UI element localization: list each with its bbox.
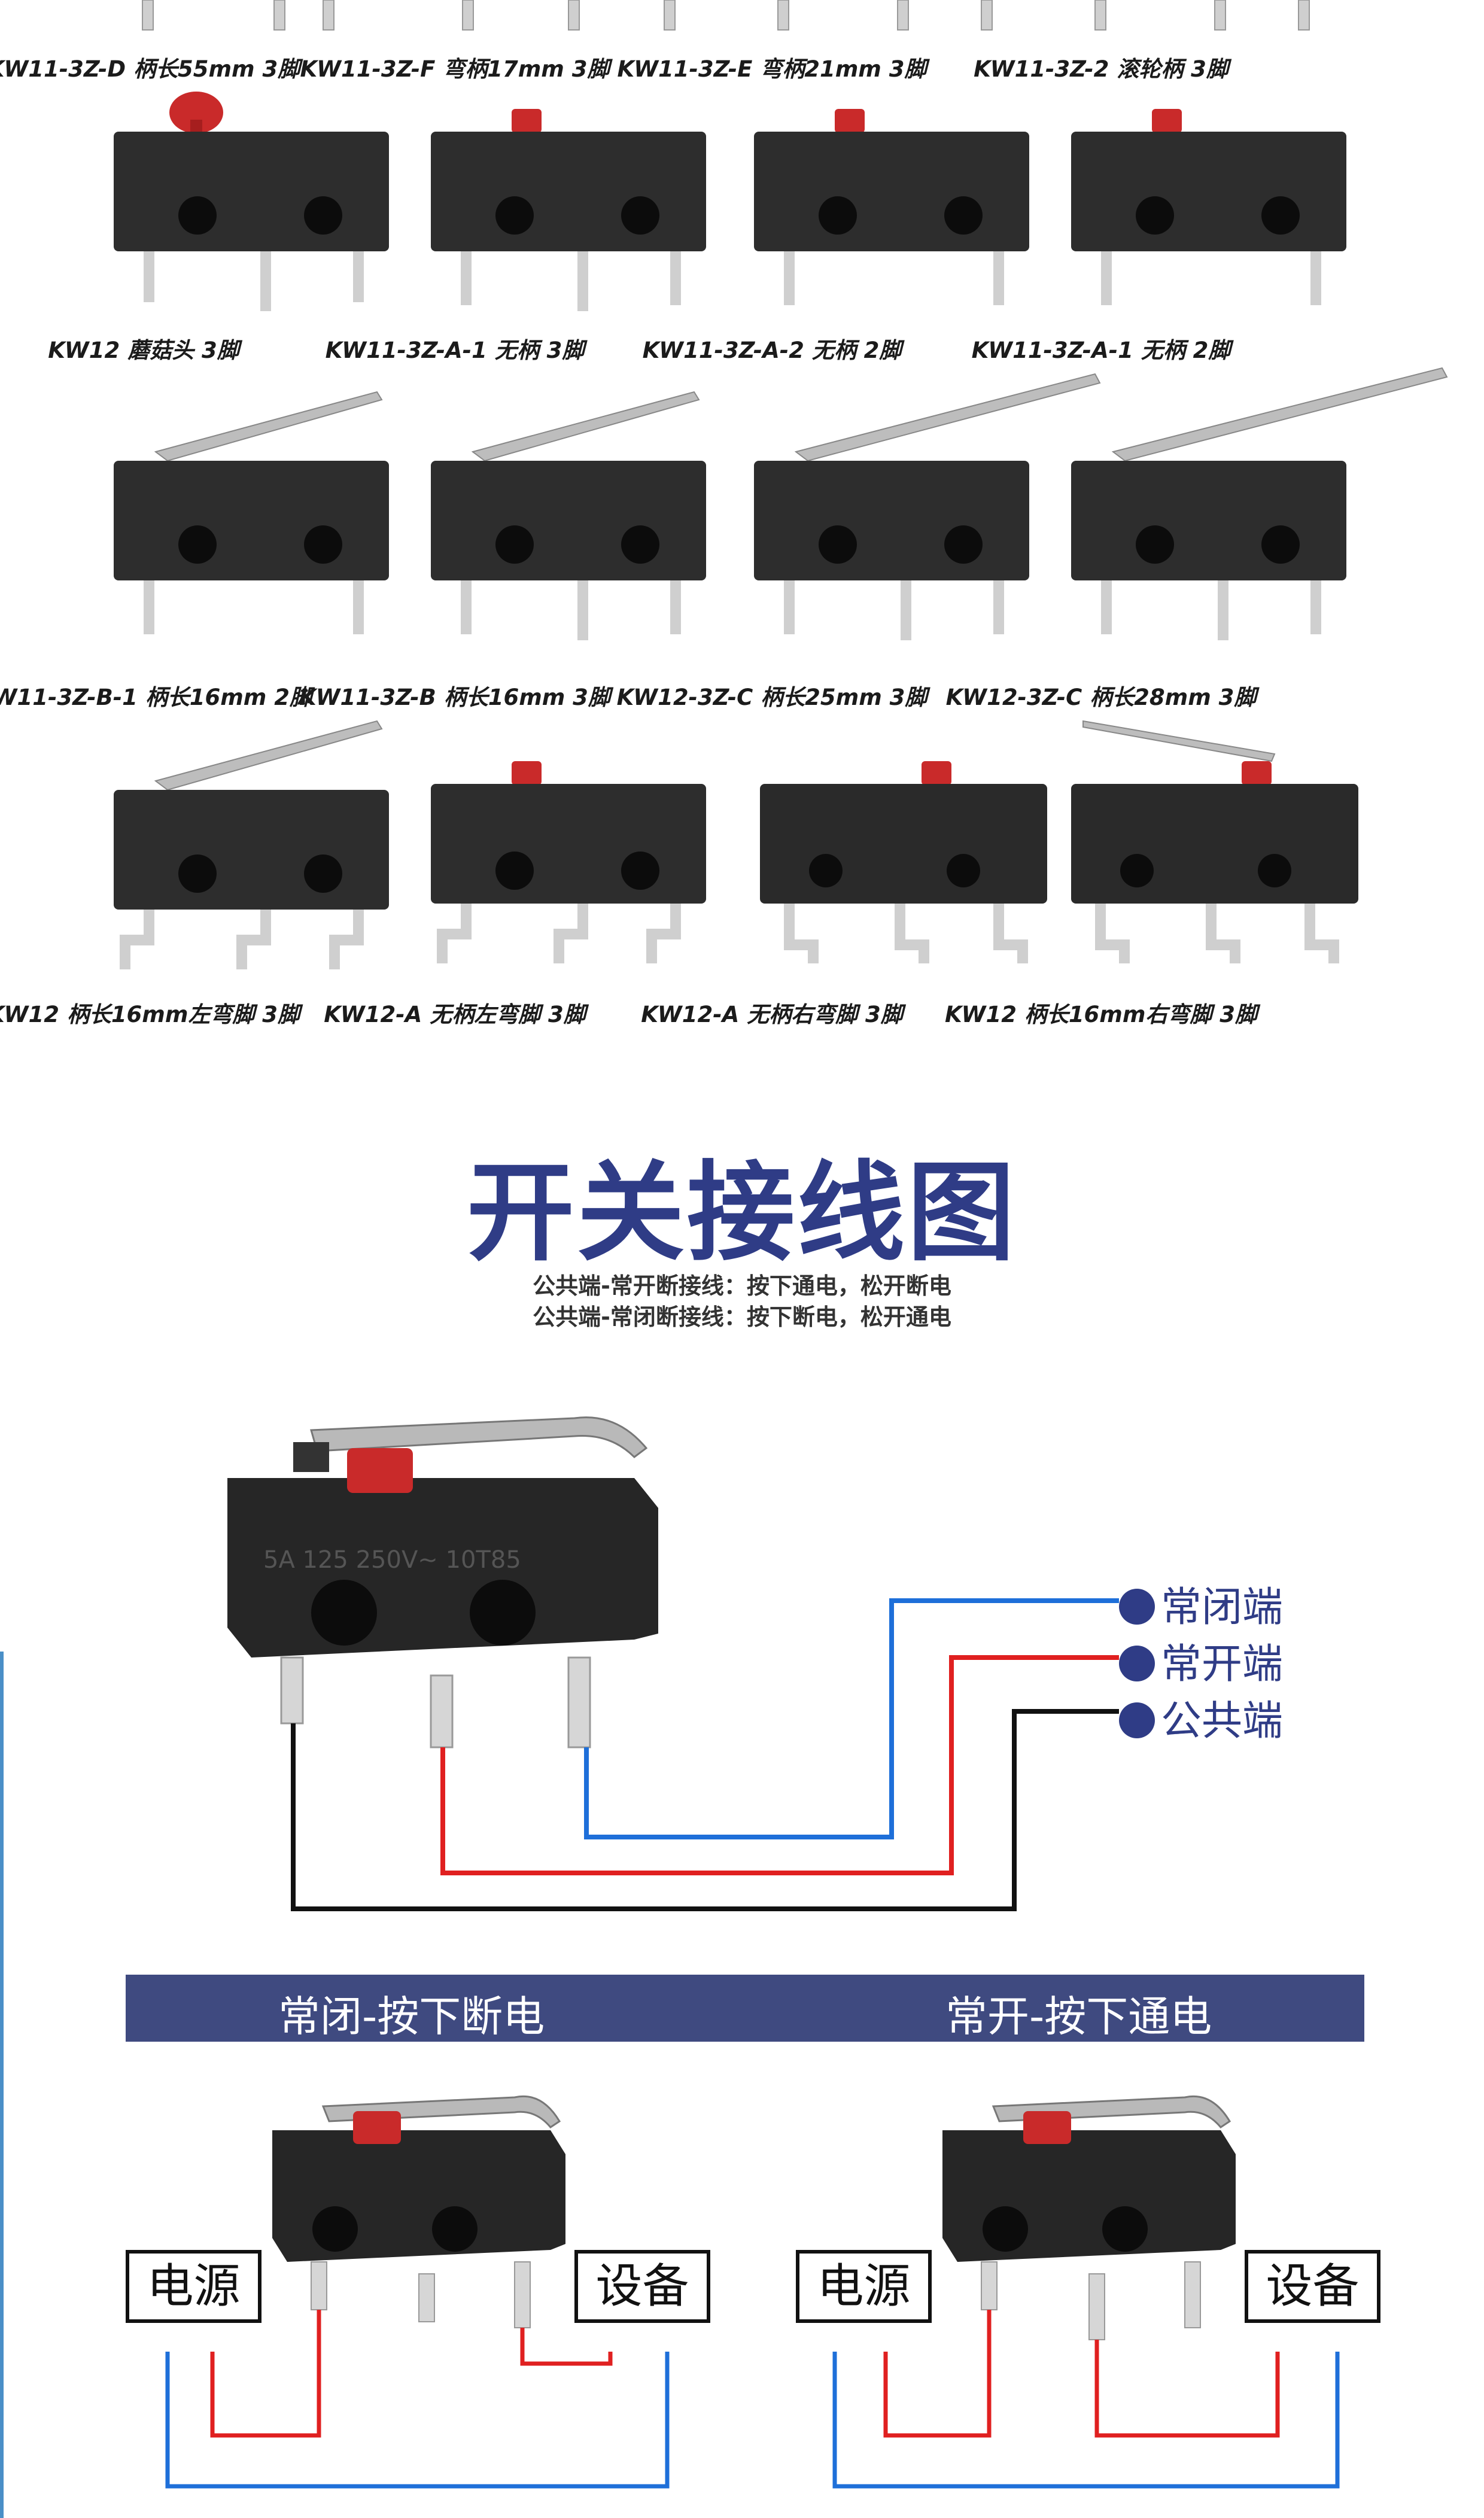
product-caption: KW12-A 无柄右弯脚 3脚 xyxy=(641,1002,903,1027)
mode-banner: 常闭-按下断电 常开-按下通电 xyxy=(126,1975,1364,2042)
product-caption: KW12-A 无柄左弯脚 3脚 xyxy=(324,1002,586,1027)
switch-no-lever-image xyxy=(1071,109,1346,305)
product-caption: KW12 蘑菇头 3脚 xyxy=(48,337,239,363)
product-caption: KW12 柄长16mm左弯脚 3脚 xyxy=(0,1002,300,1027)
switch-bent-pin-image xyxy=(114,720,389,969)
switch-bent-pin-image xyxy=(1071,720,1358,963)
switch-bent-pin-image xyxy=(760,761,1047,963)
legend-dot-icon xyxy=(1119,1702,1155,1738)
cropped-pins-top xyxy=(142,0,1310,31)
left-edge-line xyxy=(0,1652,4,2518)
svg-text:5A 125 250V~ 10T85: 5A 125 250V~ 10T85 xyxy=(263,1546,521,1574)
power-box: 电源 xyxy=(796,2250,932,2323)
switch-mushroom-image xyxy=(114,92,389,311)
banner-nc-label: 常闭-按下断电 xyxy=(278,1992,545,2041)
product-caption: KW12-3Z-C 柄长28mm 3脚 xyxy=(945,685,1257,710)
switch-lever-image xyxy=(1071,367,1448,640)
legend-nc: 常闭端 xyxy=(1119,1574,1283,1633)
legend-com: 公共端 xyxy=(1119,1687,1283,1747)
section-title: 开关接线图 xyxy=(466,1151,1017,1276)
switch-bent-pin-image xyxy=(431,761,706,963)
switch-no-lever-image xyxy=(754,109,1029,305)
product-caption: KW11-3Z-2 滚轮柄 3脚 xyxy=(974,56,1228,82)
legend-dot-icon xyxy=(1119,1646,1155,1681)
switch-lever-image xyxy=(114,391,389,634)
product-caption: KW11-3Z-B-1 柄长16mm 2脚 xyxy=(0,685,312,710)
switch-lever-image xyxy=(754,373,1101,640)
product-caption: KW11-3Z-B 柄长16mm 3脚 xyxy=(299,685,610,710)
product-caption: KW12 柄长16mm右弯脚 3脚 xyxy=(944,1002,1258,1027)
power-box: 电源 xyxy=(126,2250,261,2323)
switch-no-lever-image xyxy=(431,109,706,311)
device-box: 设备 xyxy=(1245,2250,1380,2323)
wiring-diagram: 5A 125 250V~ 10T85 xyxy=(227,1416,1119,1911)
product-caption: KW11-3Z-D 柄长55mm 3脚 xyxy=(0,56,300,82)
product-caption: KW11-3Z-A-1 无柄 2脚 xyxy=(971,337,1231,363)
bottom-diagrams xyxy=(165,2095,1340,2489)
wiring-note: 公共端-常闭断接线：按下断电，松开通电 xyxy=(533,1304,951,1330)
product-caption: KW11-3Z-F 弯柄17mm 3脚 xyxy=(300,56,610,82)
wiring-note: 公共端-常开断接线：按下通电，松开断电 xyxy=(533,1273,951,1299)
product-caption: KW11-3Z-A-2 无柄 2脚 xyxy=(642,337,902,363)
product-caption: KW12-3Z-C 柄长25mm 3脚 xyxy=(616,685,928,710)
legend-no: 常开端 xyxy=(1119,1631,1283,1690)
device-box: 设备 xyxy=(574,2250,710,2323)
switch-lever-image xyxy=(431,391,706,640)
banner-no-label: 常开-按下通电 xyxy=(945,1992,1212,2041)
product-caption: KW11-3Z-E 弯柄21mm 3脚 xyxy=(617,56,927,82)
product-caption: KW11-3Z-A-1 无柄 3脚 xyxy=(325,337,585,363)
legend-dot-icon xyxy=(1119,1589,1155,1625)
